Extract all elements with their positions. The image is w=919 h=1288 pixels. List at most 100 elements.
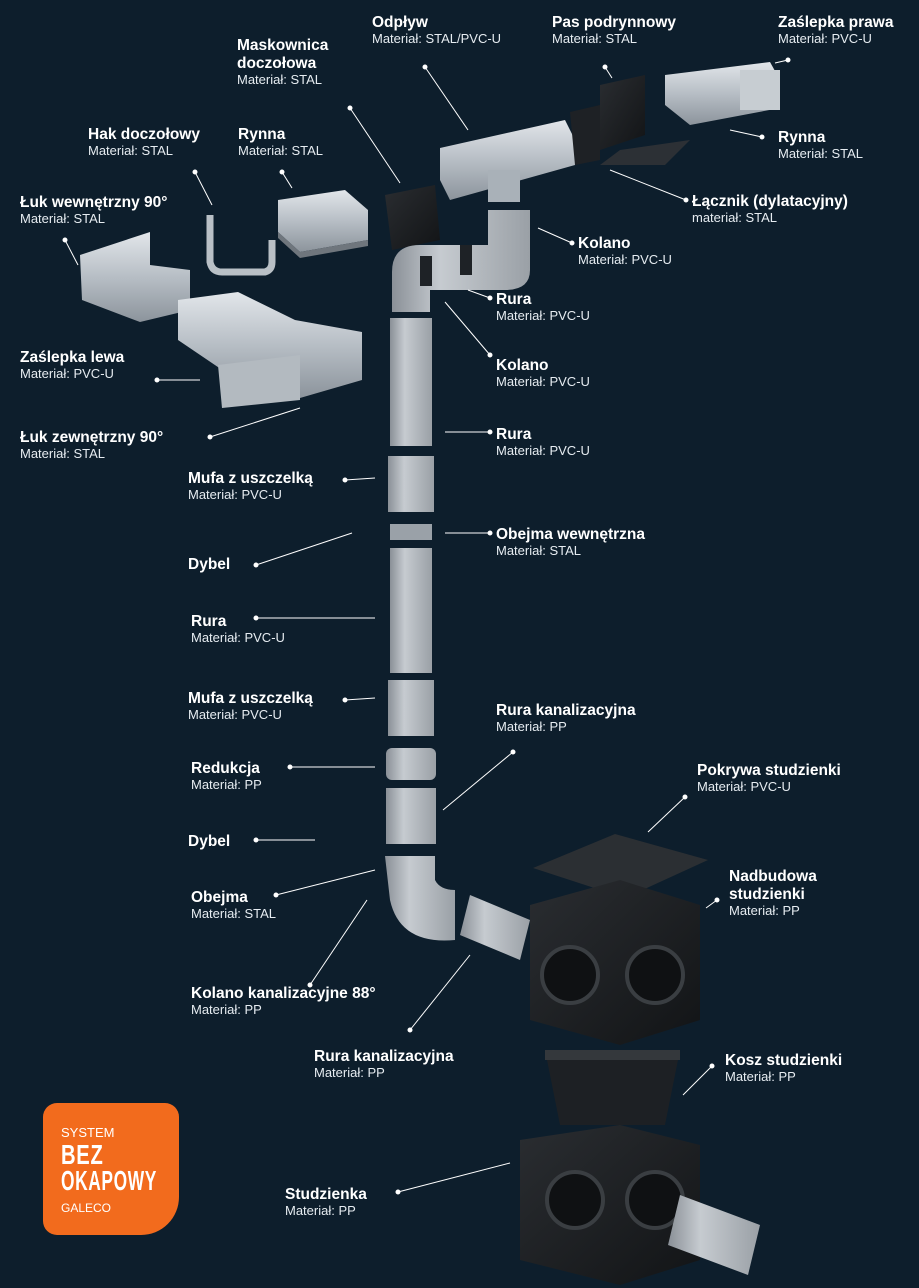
label-material: Materiał: PP	[191, 776, 262, 792]
pas-podrynnowy-illustration	[570, 75, 690, 165]
label-title: Kosz studzienki	[725, 1052, 843, 1069]
label-material: Materiał: PP	[314, 1064, 385, 1080]
label-title: Kolano	[578, 235, 631, 252]
label-redukcja: Redukcja Materiał: PP	[191, 760, 262, 793]
label-material: Materiał: PP	[285, 1202, 356, 1218]
luk-wewnetrzny-illustration	[80, 232, 190, 322]
label-rura-kanalizacyjna-1: Rura kanalizacyjna Materiał: PP	[496, 702, 636, 735]
label-title: Rura	[191, 613, 227, 630]
label-title: Łuk wewnętrzny 90°	[20, 194, 168, 211]
redukcja-illustration	[386, 748, 436, 780]
label-rynna-2: Rynna Materiał: STAL	[778, 129, 863, 162]
label-title: Odpływ	[372, 14, 428, 31]
label-obejma: Obejma Materiał: STAL	[191, 889, 276, 922]
obejma-wew-illustration	[390, 524, 432, 540]
rura-kan-1-illustration	[386, 788, 436, 844]
label-material: Materiał: STAL	[237, 71, 323, 87]
label-material: Materiał: STAL	[20, 210, 106, 226]
label-material: Materiał: PVC-U	[697, 778, 791, 794]
label-title: Rynna	[778, 129, 826, 146]
badge-brand-text: GALECO	[61, 1201, 112, 1215]
label-zaslepka-prawa: Zaślepka prawa Materiał: PVC-U	[778, 14, 893, 47]
label-material: Materiał: PVC-U	[496, 442, 590, 458]
label-dybel-1: Dybel	[188, 556, 230, 574]
label-material: Materiał: PP	[729, 902, 800, 918]
label-rura-kanalizacyjna-2: Rura kanalizacyjna Materiał: PP	[314, 1048, 454, 1081]
label-title: doczołowa	[237, 54, 317, 72]
label-material: Materiał: PVC-U	[191, 629, 285, 645]
label-material: Materiał: PP	[496, 718, 567, 734]
odplyw-illustration	[440, 120, 575, 202]
kosz-illustration	[545, 1050, 680, 1125]
label-kosz: Kosz studzienki Materiał: PP	[725, 1052, 842, 1085]
label-luk-wewnetrzny: Łuk wewnętrzny 90° Materiał: STAL	[20, 194, 167, 227]
label-title: Maskownica	[237, 37, 329, 54]
label-title: Mufa z uszczelką	[188, 470, 313, 487]
label-hak: Hak doczołowy Materiał: STAL	[88, 126, 200, 159]
label-material: Materiał: STAL/PVC-U	[372, 30, 502, 46]
label-title: Rura kanalizacyjna	[496, 702, 636, 719]
leader-lines	[62, 57, 791, 1195]
kolano-top-illustration	[392, 210, 530, 312]
badge-system-text: SYSTEM	[61, 1125, 115, 1140]
rura-2-illustration	[390, 548, 432, 673]
label-zaslepka-lewa: Zaślepka lewa Materiał: PVC-U	[20, 349, 124, 382]
label-material: Materiał: PVC-U	[496, 307, 590, 323]
label-obejma-wewnetrzna: Obejma wewnętrzna Materiał: STAL	[496, 526, 645, 559]
label-material: Materiał: STAL	[552, 30, 638, 46]
luk-zewnetrzny-illustration	[178, 292, 362, 408]
label-material: Materiał: STAL	[496, 542, 582, 558]
label-material: Materiał: PVC-U	[188, 486, 282, 502]
rura-1-illustration	[390, 318, 432, 446]
label-rynna-1: Rynna Materiał: STAL	[238, 126, 323, 159]
label-material: Materiał: STAL	[88, 142, 174, 158]
pokrywa-illustration	[533, 834, 708, 898]
label-title: Studzienka	[285, 1186, 367, 1203]
label-studzienka: Studzienka Materiał: PP	[285, 1186, 367, 1219]
label-material: Materiał: PVC-U	[20, 365, 114, 381]
rynna-left-illustration	[278, 190, 368, 258]
mufa-1-illustration	[388, 456, 434, 512]
label-rura-2: Rura Materiał: PVC-U	[496, 426, 590, 459]
label-material: Materiał: STAL	[778, 145, 864, 161]
label-title: Obejma wewnętrzna	[496, 526, 646, 543]
system-badge: SYSTEM BEZ OKAPOWY GALECO	[43, 1103, 179, 1235]
label-material: Materiał: PVC-U	[188, 706, 282, 722]
rura-kan-2-illustration	[460, 895, 530, 960]
label-title: Łuk zewnętrzny 90°	[20, 429, 164, 446]
label-title: Dybel	[188, 556, 231, 573]
label-pas-podrynnowy: Pas podrynnowy Materiał: STAL	[552, 14, 676, 47]
label-material: Materiał: STAL	[20, 445, 106, 461]
label-material: materiał: STAL	[692, 209, 778, 225]
badge-bez-text: BEZ	[61, 1139, 104, 1170]
label-material: Materiał: PVC-U	[496, 373, 590, 389]
label-mufa-2: Mufa z uszczelką Materiał: PVC-U	[188, 690, 313, 723]
label-kolano-1: Kolano Materiał: PVC-U	[578, 235, 672, 268]
label-material: Materiał: PP	[725, 1068, 796, 1084]
label-title: Kolano	[496, 357, 549, 374]
label-title: Rura kanalizacyjna	[314, 1048, 454, 1065]
mufa-2-illustration	[388, 680, 434, 736]
maskownica-illustration	[385, 185, 440, 250]
hak-illustration	[206, 215, 276, 276]
label-title: Łącznik (dylatacyjny)	[692, 193, 848, 210]
label-title: Redukcja	[191, 760, 260, 777]
label-odplyw: Odpływ Materiał: STAL/PVC-U	[372, 14, 501, 47]
label-title: Rura	[496, 291, 532, 308]
studzienka-illustration	[520, 1125, 760, 1285]
label-mufa-1: Mufa z uszczelką Materiał: PVC-U	[188, 470, 313, 503]
label-rura-3: Rura Materiał: PVC-U	[191, 613, 285, 646]
label-title: Mufa z uszczelką	[188, 690, 313, 707]
label-material: Materiał: STAL	[191, 905, 277, 921]
label-title: Obejma	[191, 889, 248, 906]
label-title: Rura	[496, 426, 532, 443]
label-material: Materiał: PP	[191, 1001, 262, 1017]
label-lacznik: Łącznik (dylatacyjny) materiał: STAL	[692, 193, 848, 226]
label-nadbudowa: Nadbudowa studzienki Materiał: PP	[729, 868, 817, 919]
label-material: Materiał: PVC-U	[778, 30, 872, 46]
label-material: Materiał: PVC-U	[578, 251, 672, 267]
label-rura-1: Rura Materiał: PVC-U	[496, 291, 590, 324]
label-title: studzienki	[729, 885, 805, 903]
label-title: Dybel	[188, 833, 231, 850]
rynna-right-illustration	[665, 62, 780, 125]
